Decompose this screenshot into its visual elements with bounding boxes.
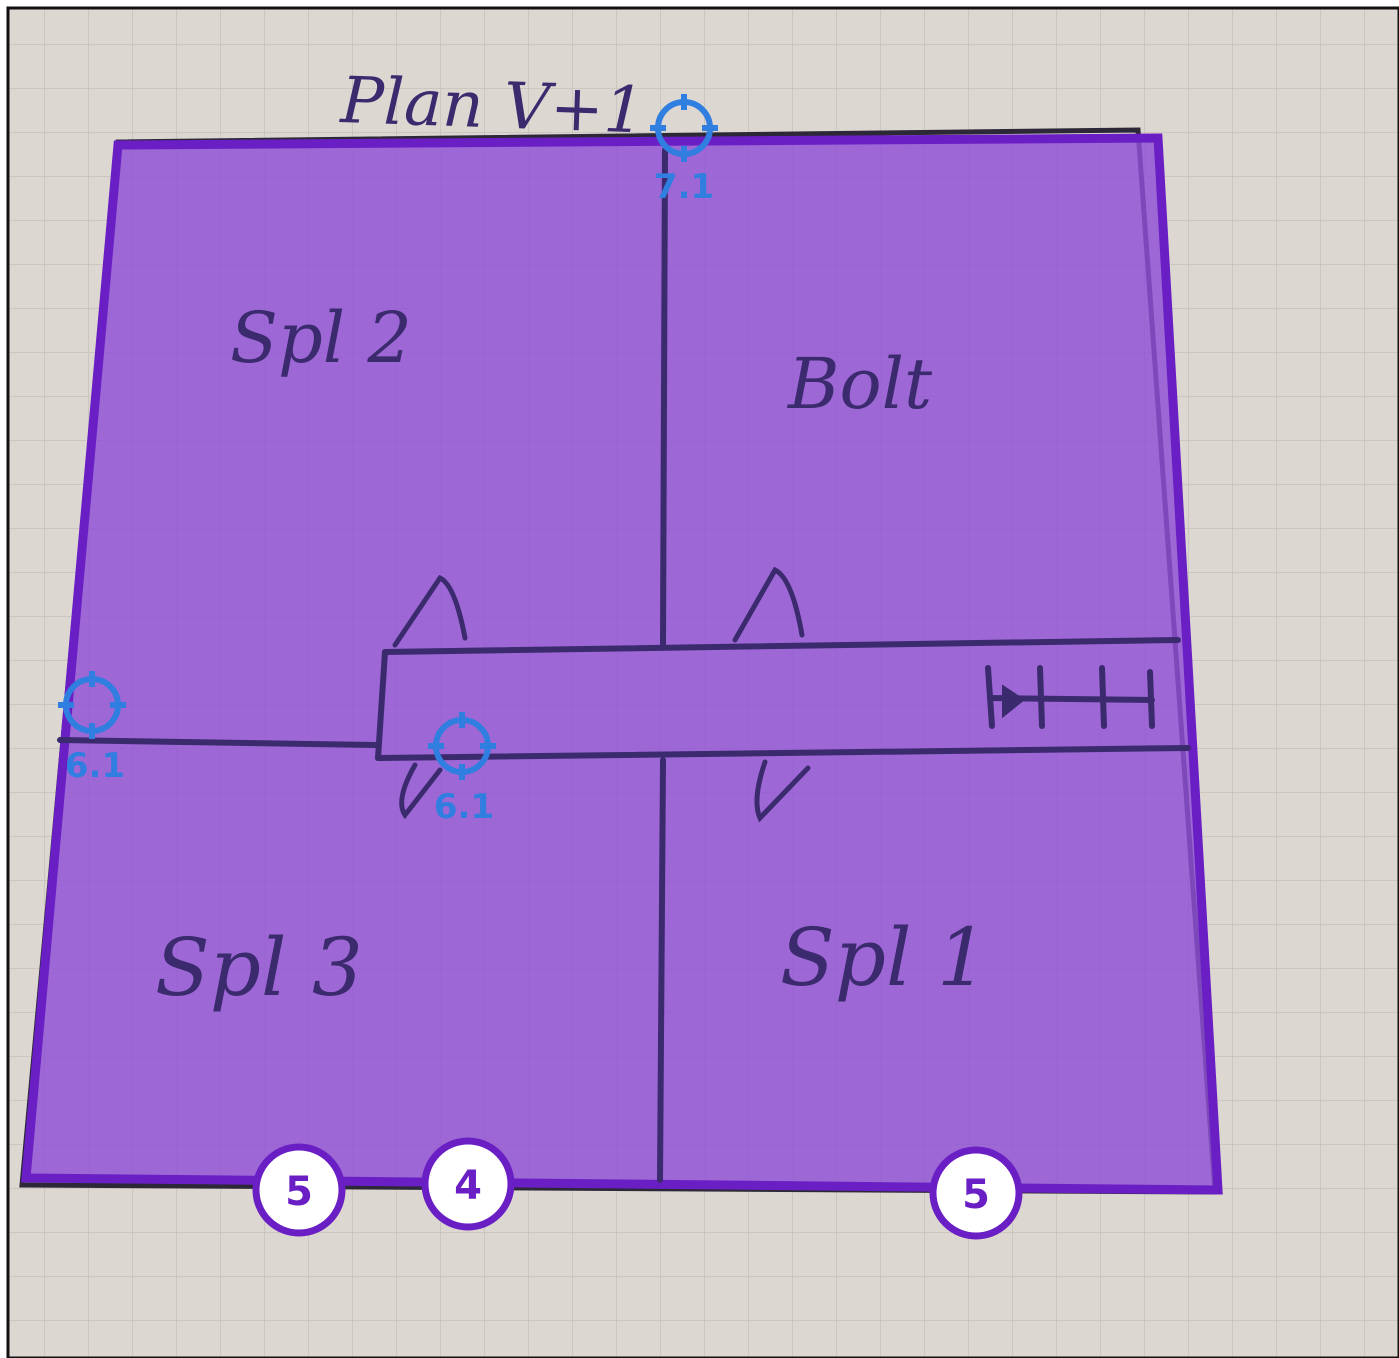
badge-label: 4 <box>454 1163 482 1209</box>
wall-lines <box>57 147 1191 1183</box>
marker-label-top: 7.1 <box>654 167 714 207</box>
room-label-top-left: Spl 2 <box>230 297 412 379</box>
room-label-top-right: Bolt <box>786 343 933 425</box>
crosshair-marker-left[interactable] <box>58 671 126 739</box>
room-label-bottom-left: Spl 3 <box>155 921 363 1014</box>
room-label-bottom-right: Spl 1 <box>780 911 988 1004</box>
marker-label-left: 6.1 <box>65 746 125 786</box>
crosshair-marker-door[interactable] <box>428 712 496 780</box>
crosshair-marker-top[interactable] <box>650 94 718 162</box>
door-swings <box>392 566 811 823</box>
marker-label-door: 6.1 <box>434 787 494 827</box>
stair-marks <box>985 665 1155 729</box>
badge-label: 5 <box>962 1172 990 1218</box>
badge-bottom-right[interactable]: 5 <box>929 1146 1023 1240</box>
photo-frame <box>6 6 1399 1358</box>
badge-bottom-left[interactable]: 5 <box>252 1143 346 1237</box>
annotation-zone[interactable] <box>21 133 1223 1195</box>
badge-bottom-middle[interactable]: 4 <box>421 1137 515 1231</box>
badge-label: 5 <box>285 1169 313 1215</box>
